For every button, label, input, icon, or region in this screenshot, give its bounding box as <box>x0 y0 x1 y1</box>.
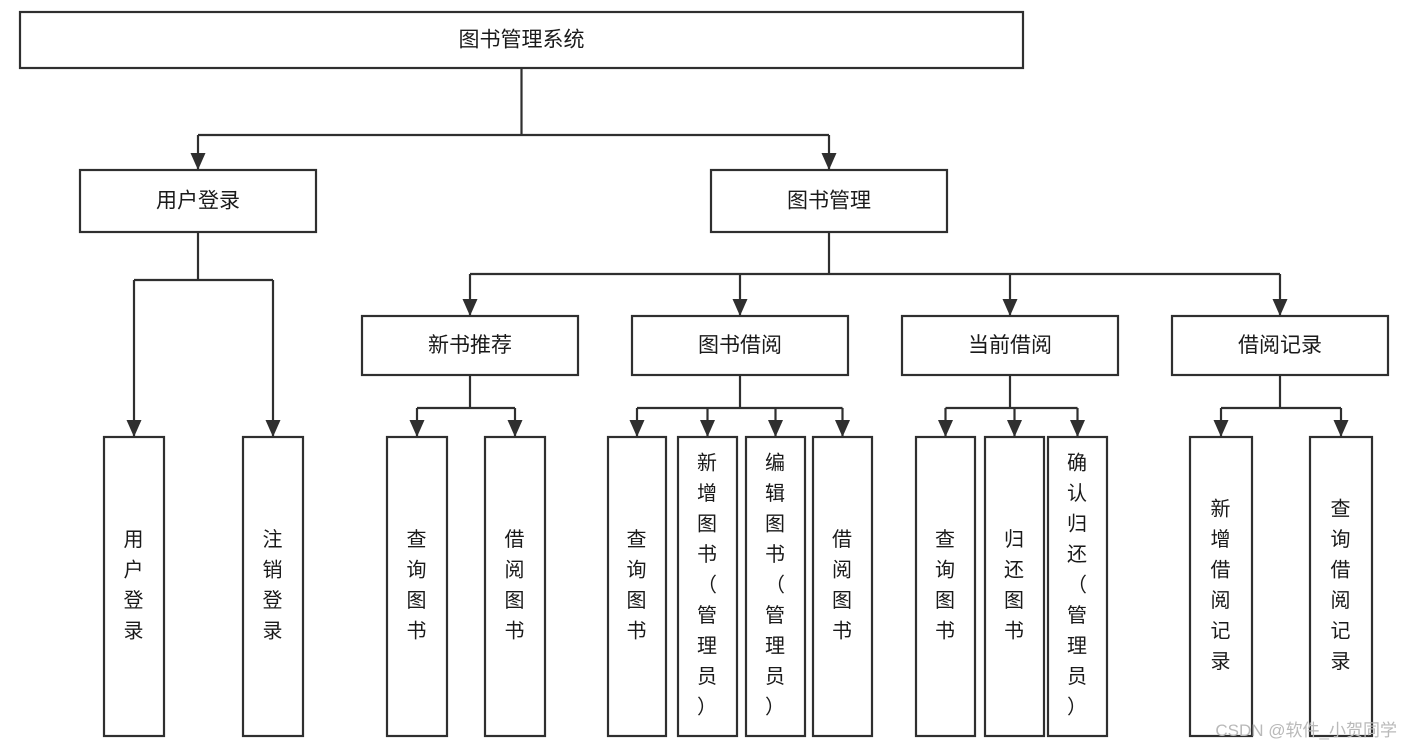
node-new-book-rec[interactable]: 新书推荐 <box>360 314 580 377</box>
node-book-manage[interactable]: 图书管理 <box>709 168 949 234</box>
node-label: 查询图书 <box>935 528 956 643</box>
node-root[interactable]: 图书管理系统 <box>18 10 1025 70</box>
arrow-head-icon <box>1007 420 1022 437</box>
node-label: 图书管理 <box>787 190 871 213</box>
nodes-layer: 图书管理系统用户登录图书管理新书推荐图书借阅当前借阅借阅记录用户登录注销登录查询… <box>18 10 1390 738</box>
node-label: 新增图书（管理员） <box>697 452 718 719</box>
node-book-borrow[interactable]: 图书借阅 <box>630 314 850 377</box>
node-label: 借阅图书 <box>505 528 526 643</box>
node-label: 查询借阅记录 <box>1331 498 1352 674</box>
node-leaf-query-book-3[interactable]: 查询图书 <box>914 435 977 738</box>
arrow-head-icon <box>126 420 142 437</box>
arrow-head-icon <box>1070 420 1085 437</box>
node-box <box>630 314 850 377</box>
node-leaf-query-record[interactable]: 查询借阅记录 <box>1308 435 1374 738</box>
node-label: 查询图书 <box>407 528 428 643</box>
arrow-head-icon <box>190 153 206 170</box>
node-leaf-confirm-return[interactable]: 确认归还（管理员） <box>1046 435 1109 738</box>
node-box <box>983 435 1046 738</box>
node-label: 图书管理系统 <box>459 29 585 52</box>
edges-layer <box>126 68 1349 437</box>
node-box <box>483 435 547 738</box>
arrow-head-icon <box>1213 420 1229 437</box>
node-user-login[interactable]: 用户登录 <box>78 168 318 234</box>
node-label: 编辑图书（管理员） <box>765 452 786 719</box>
node-label: 用户登录 <box>156 190 240 213</box>
arrow-head-icon <box>409 420 425 437</box>
node-leaf-query-book-2[interactable]: 查询图书 <box>606 435 668 738</box>
node-current-borrow[interactable]: 当前借阅 <box>900 314 1120 377</box>
node-box <box>900 314 1120 377</box>
arrow-head-icon <box>732 299 748 316</box>
node-leaf-edit-book[interactable]: 编辑图书（管理员） <box>744 435 807 738</box>
arrow-head-icon <box>1002 299 1018 316</box>
arrow-head-icon <box>462 299 478 316</box>
node-label: 当前借阅 <box>968 334 1052 357</box>
arrow-head-icon <box>835 420 850 437</box>
node-box <box>385 435 449 738</box>
edge-group-user-login <box>126 232 281 437</box>
node-label: 归还图书 <box>1004 528 1025 643</box>
node-box <box>78 168 318 234</box>
node-leaf-user-logout[interactable]: 注销登录 <box>241 435 305 738</box>
arrow-head-icon <box>768 420 783 437</box>
arrow-head-icon <box>265 420 281 437</box>
node-box <box>744 435 807 738</box>
node-box <box>1188 435 1254 738</box>
node-label: 注销登录 <box>263 528 284 643</box>
node-label: 借阅图书 <box>832 528 853 643</box>
node-leaf-borrow-book-1[interactable]: 借阅图书 <box>483 435 547 738</box>
edge-group-book-manage <box>462 232 1288 316</box>
node-box <box>606 435 668 738</box>
node-label: 借阅记录 <box>1238 334 1322 357</box>
node-leaf-add-record[interactable]: 新增借阅记录 <box>1188 435 1254 738</box>
node-box <box>18 10 1025 70</box>
node-box <box>676 435 739 738</box>
node-label: 新书推荐 <box>428 334 512 357</box>
node-box <box>811 435 874 738</box>
node-leaf-user-login[interactable]: 用户登录 <box>102 435 166 738</box>
arrow-head-icon <box>700 420 715 437</box>
node-leaf-borrow-book-2[interactable]: 借阅图书 <box>811 435 874 738</box>
node-box <box>102 435 166 738</box>
node-label: 查询图书 <box>627 528 648 643</box>
edge-group-book-borrow <box>629 375 850 437</box>
node-label: 确认归还（管理员） <box>1067 452 1088 719</box>
arrow-head-icon <box>821 153 837 170</box>
node-box <box>1170 314 1390 377</box>
arrow-head-icon <box>507 420 523 437</box>
edge-group-new-book-rec <box>409 375 523 437</box>
arrow-head-icon <box>1272 299 1288 316</box>
node-label: 图书借阅 <box>698 334 782 357</box>
arrow-head-icon <box>938 420 953 437</box>
node-leaf-query-book-1[interactable]: 查询图书 <box>385 435 449 738</box>
edge-group-root <box>190 68 837 170</box>
arrow-head-icon <box>629 420 645 437</box>
node-box <box>360 314 580 377</box>
node-label: 用户登录 <box>124 529 145 643</box>
node-box <box>914 435 977 738</box>
node-borrow-record[interactable]: 借阅记录 <box>1170 314 1390 377</box>
node-leaf-return-book[interactable]: 归还图书 <box>983 435 1046 738</box>
node-leaf-add-book[interactable]: 新增图书（管理员） <box>676 435 739 738</box>
node-box <box>1308 435 1374 738</box>
node-label: 新增借阅记录 <box>1211 498 1232 674</box>
node-box <box>241 435 305 738</box>
arrow-head-icon <box>1333 420 1349 437</box>
node-box <box>1046 435 1109 738</box>
node-box <box>709 168 949 234</box>
edge-group-current-borrow <box>938 375 1085 437</box>
edge-group-borrow-record <box>1213 375 1349 437</box>
